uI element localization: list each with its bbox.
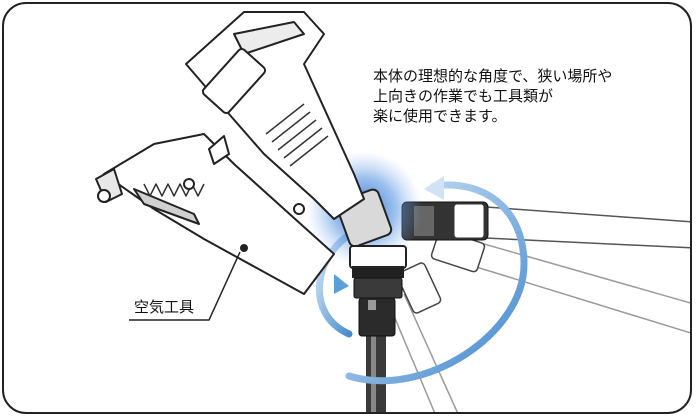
caption-line-2: 上向きの作業でも工具類が — [373, 87, 554, 105]
air-tool-label: 空気工具 — [134, 298, 195, 316]
swivel-illustration — [95, 11, 690, 412]
illustration-frame: 本体の理想的な角度で、狭い場所や 上向きの作業でも工具類が 楽に使用できます。 … — [2, 2, 692, 414]
feature-caption: 本体の理想的な角度で、狭い場所や 上向きの作業でも工具類が 楽に使用できます。 — [373, 66, 690, 126]
hose-down — [366, 334, 386, 412]
hose-right — [401, 201, 690, 249]
label-leader-line — [129, 251, 241, 321]
ghost-joint-right — [396, 229, 486, 314]
caption-line-3: 楽に使用できます。 — [373, 107, 507, 125]
air-tool-icon — [95, 11, 365, 295]
caption-line-1: 本体の理想的な角度で、狭い場所や — [373, 67, 613, 85]
